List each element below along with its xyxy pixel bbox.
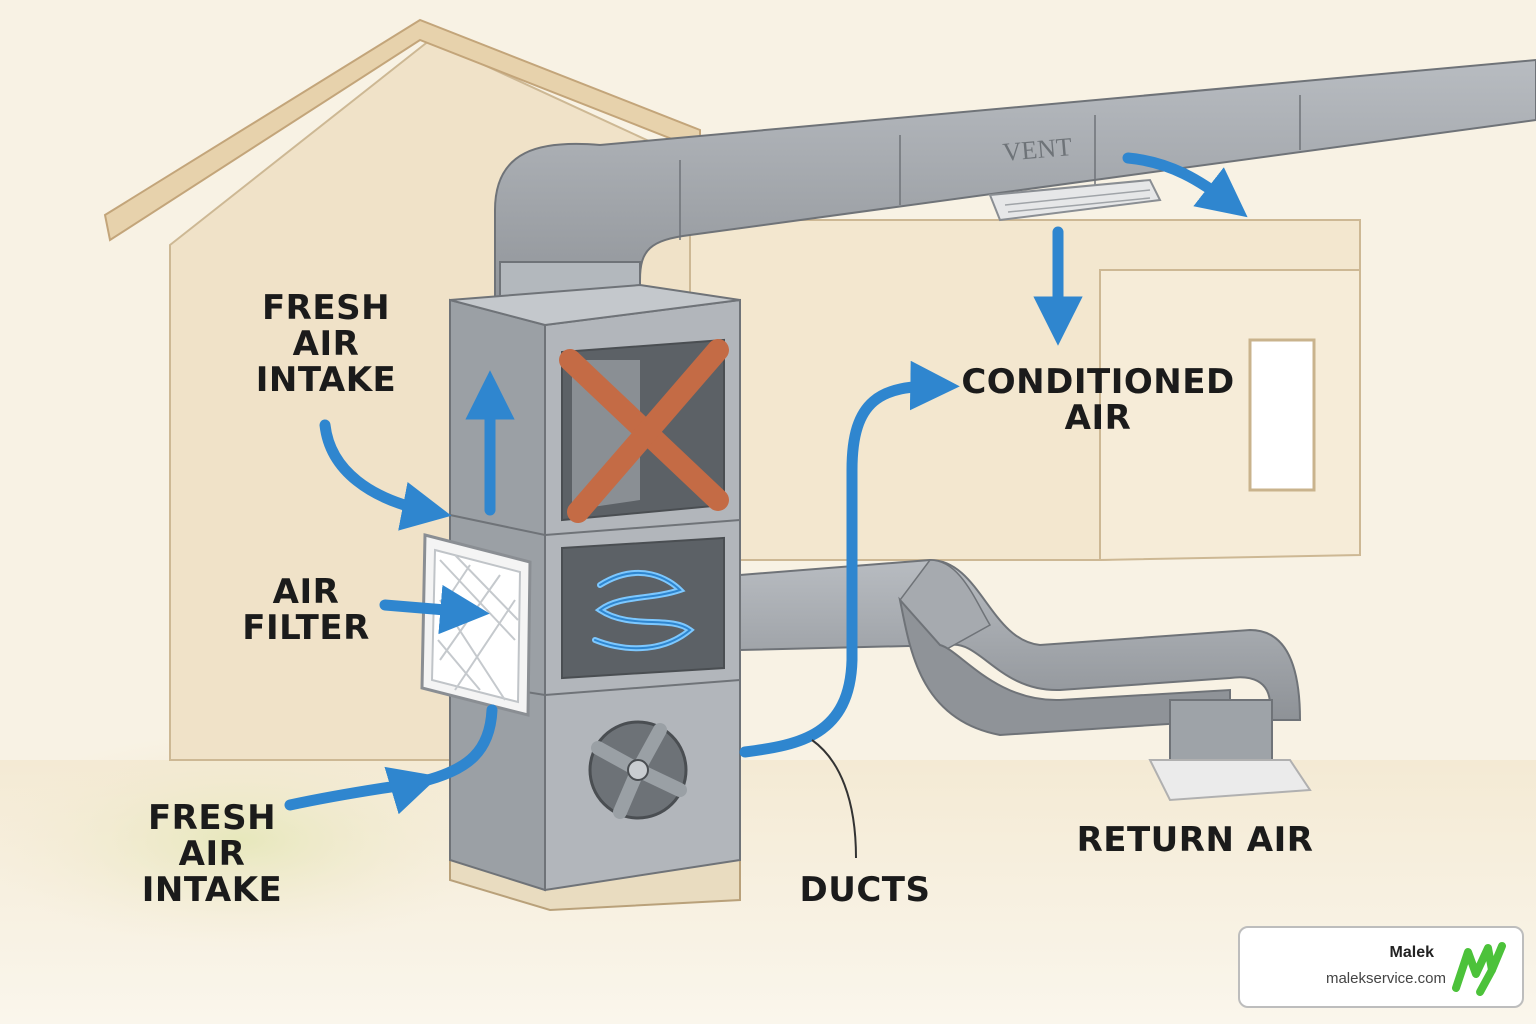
label-line: CONDITIONED <box>961 362 1235 402</box>
label-line: AIR <box>1064 398 1132 438</box>
air-filter-panel <box>420 533 532 717</box>
return-air-label: RETURN AIR <box>1076 820 1314 860</box>
m-logo-icon <box>1452 940 1506 998</box>
fresh-air-top-arrow <box>319 419 452 531</box>
label-line: FILTER <box>242 608 370 648</box>
airflow-arrows <box>284 152 1248 815</box>
ducts-leader-line <box>811 739 857 859</box>
conditioned-air-label: CONDITIONED AIR <box>960 364 1236 436</box>
brand-card[interactable]: Malek malekservice.com <box>1238 926 1524 1008</box>
label-line: AIR <box>272 572 340 612</box>
air-filter-label: AIR FILTER <box>228 574 384 646</box>
vent-out-arrow <box>1122 152 1248 218</box>
label-line: AIR <box>178 834 246 874</box>
conditioned-air-arrow <box>739 360 960 758</box>
return-duct <box>739 558 1312 802</box>
filter-arrow <box>379 584 490 635</box>
ducts-label: DUCTS <box>799 870 931 910</box>
label-line: FRESH <box>147 798 277 838</box>
label-line: INTAKE <box>141 870 283 910</box>
vent-label: VENT <box>1001 132 1073 167</box>
label-line: AIR <box>292 324 360 364</box>
brand-name: Malek <box>1389 944 1434 961</box>
fresh-air-intake-top-label: FRESH AIR INTAKE <box>248 290 404 398</box>
label-line: FRESH <box>261 288 391 328</box>
label-line: INTAKE <box>255 360 397 400</box>
fresh-air-intake-bottom-label: FRESH AIR INTAKE <box>134 800 290 908</box>
fresh-air-bottom-up-arrow <box>414 704 498 788</box>
brand-url[interactable]: malekservice.com <box>1325 970 1446 987</box>
